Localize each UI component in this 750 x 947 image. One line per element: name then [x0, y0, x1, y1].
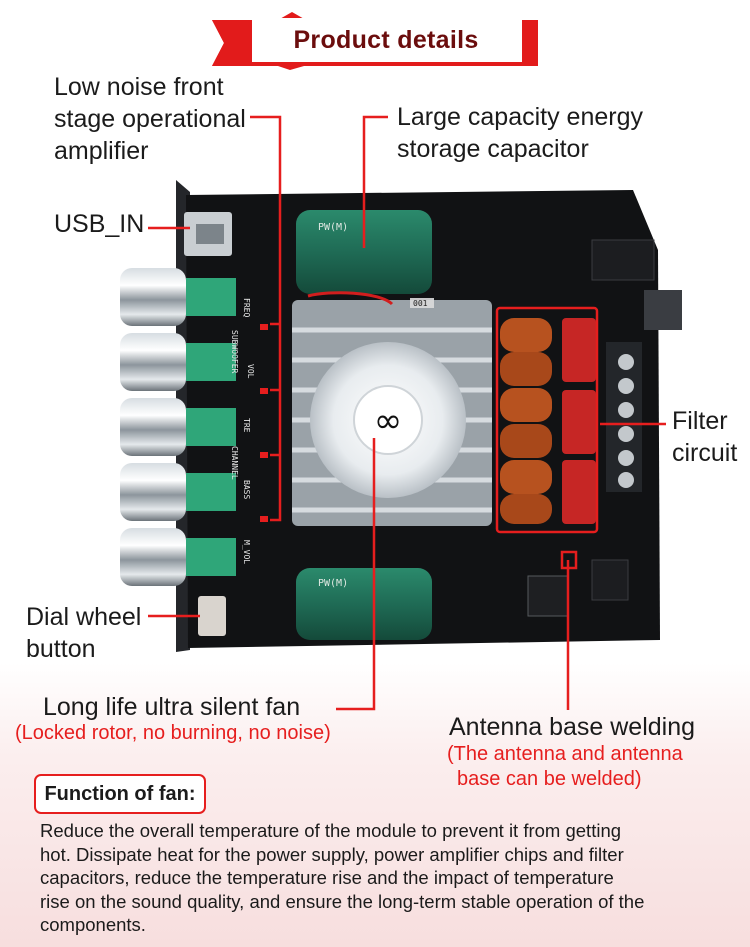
function-description: Reduce the overall temperature of the mo…	[40, 819, 720, 937]
capacitor-label-line: Large capacity energy	[397, 103, 643, 131]
svg-text:PW(M): PW(M)	[318, 222, 348, 233]
svg-text:∞: ∞	[374, 401, 402, 441]
heatsink: ∞	[292, 300, 492, 526]
svg-text:SUBWOOFER: SUBWOOFER	[230, 330, 239, 374]
function-line: Reduce the overall temperature of the mo…	[40, 820, 622, 841]
function-line: rise on the sound quality, and ensure th…	[40, 890, 645, 912]
capacitor-label-line: storage capacitor	[397, 135, 589, 163]
function-line: capacitors, reduce the temperature rise …	[40, 867, 614, 888]
svg-text:VOL: VOL	[246, 364, 255, 379]
dial-label-line: button	[26, 635, 96, 663]
antenna-note-line: (The antenna and antenna	[447, 743, 683, 765]
capacitor-label: Large capacity energy storage capacitor	[397, 101, 643, 165]
svg-text:001: 001	[413, 299, 428, 308]
filter-label: Filter circuit	[672, 405, 737, 469]
svg-text:M_VOL: M_VOL	[242, 540, 251, 564]
antenna-note-line: base can be welded)	[457, 768, 642, 790]
op-amp-label-line: stage operational	[54, 105, 246, 133]
op-amp-label: Low noise front stage operational amplif…	[54, 71, 246, 167]
function-line: hot. Dissipate heat for the power supply…	[40, 843, 624, 865]
filter-label-line: circuit	[672, 439, 738, 467]
svg-text:BASS: BASS	[242, 480, 251, 499]
dial-label-line: Dial wheel	[26, 603, 142, 631]
op-amp-label-line: Low noise front	[54, 73, 224, 101]
function-title: Function of fan:	[34, 774, 206, 814]
svg-text:PW(M): PW(M)	[318, 578, 348, 589]
op-amp-label-line: amplifier	[54, 137, 149, 165]
usb-label: USB_IN	[54, 210, 145, 238]
top-capacitor	[296, 210, 432, 294]
terminal-block	[606, 290, 682, 492]
svg-text:FREQ: FREQ	[242, 298, 251, 317]
bottom-capacitor	[296, 568, 432, 640]
dial-wheel	[198, 596, 226, 636]
filter-label-line: Filter	[672, 407, 728, 435]
antenna-note: (The antenna and antenna base can be wel…	[447, 742, 683, 792]
svg-text:TRE: TRE	[242, 418, 251, 433]
page-title: Product details	[293, 25, 479, 54]
fan-note: (Locked rotor, no burning, no noise)	[15, 722, 331, 744]
knob-row	[120, 268, 236, 586]
dial-label: Dial wheel button	[26, 601, 141, 665]
function-line: components.	[40, 914, 146, 935]
antenna-label: Antenna base welding	[449, 713, 696, 741]
header-banner	[212, 12, 538, 70]
svg-text:CHANNEL: CHANNEL	[230, 446, 239, 480]
fan-label: Long life ultra silent fan	[43, 693, 301, 721]
